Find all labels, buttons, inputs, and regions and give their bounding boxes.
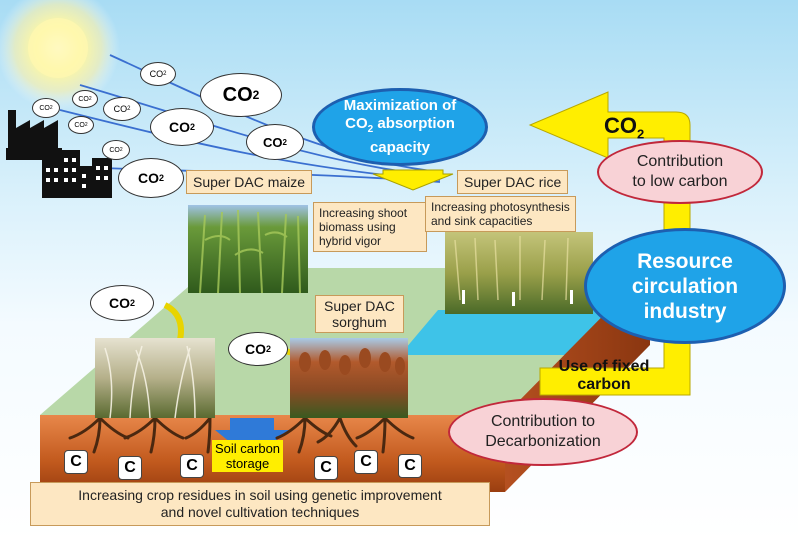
carbon-symbol: C [398, 454, 422, 478]
low-carbon-ellipse: Contribution to low carbon [597, 140, 763, 204]
carbon-symbol: C [180, 454, 204, 478]
bottom-caption: Increasing crop residues in soil using g… [30, 482, 490, 526]
maize-photo [188, 205, 308, 293]
maximization-ellipse: Maximization of CO2 absorption capacity [312, 88, 488, 166]
rice-note: Increasing photosynthesis and sink capac… [425, 196, 576, 232]
resource-circulation-ellipse: Resource circulation industry [584, 228, 786, 344]
arrow-co2-label: CO2 [604, 113, 644, 141]
absorption-arrow [373, 170, 453, 190]
carbon-symbol: C [64, 450, 88, 474]
carbon-symbol: C [354, 450, 378, 474]
rice-label: Super DAC rice [457, 170, 568, 194]
factory-icon [6, 110, 62, 160]
carbon-symbol: C [118, 456, 142, 480]
soil-carbon-storage-label: Soil carbon storage [212, 440, 283, 472]
fixed-carbon-label: Use of fixed carbon [544, 358, 664, 394]
maize-note: Increasing shoot biomass using hybrid vi… [313, 202, 427, 252]
sorghum-label: Super DAC sorghum [315, 295, 404, 333]
miscanthus-photo [95, 338, 215, 418]
maize-label: Super DAC maize [186, 170, 312, 194]
rice-photo [445, 232, 593, 314]
decarbonization-ellipse: Contribution to Decarbonization [448, 398, 638, 466]
sun-icon [28, 18, 88, 78]
sorghum-photo [290, 338, 408, 418]
carbon-symbol: C [314, 456, 338, 480]
